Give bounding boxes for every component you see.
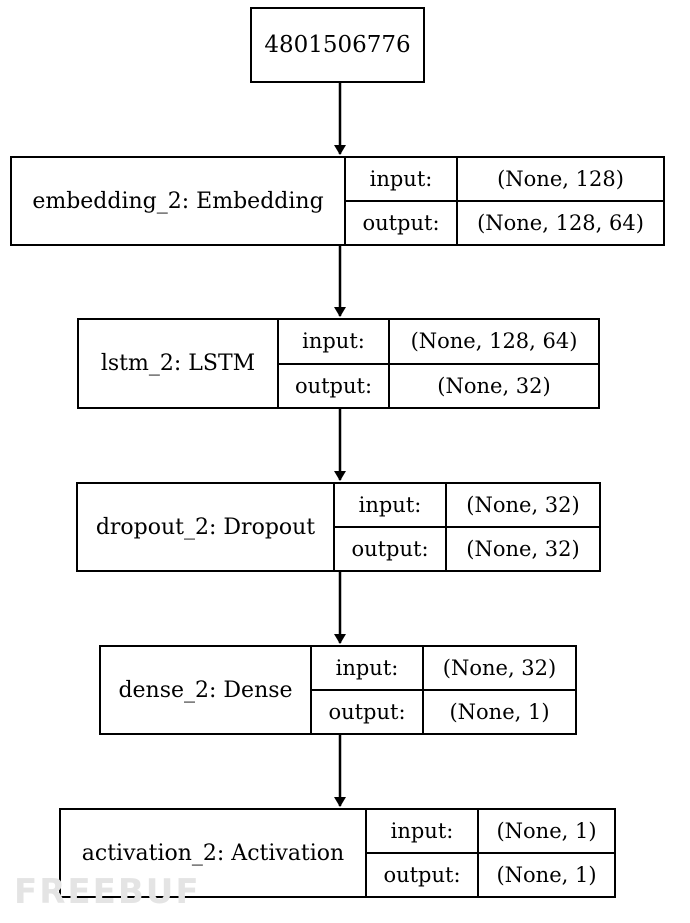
output-shape: (None, 1) (496, 863, 597, 887)
layer-node-dropout: dropout_2: Dropout input: output: (None,… (76, 482, 601, 572)
layer-node-lstm: lstm_2: LSTM input: output: (None, 128, … (77, 318, 600, 409)
layer-node-dense: dense_2: Dense input: output: (None, 32)… (99, 645, 577, 735)
output-shape: (None, 1) (449, 700, 550, 724)
output-shape: (None, 128, 64) (477, 211, 644, 235)
input-label: input: (335, 484, 445, 528)
output-shape: (None, 32) (437, 373, 551, 398)
output-label: output: (294, 373, 373, 398)
input-label: input: (312, 647, 422, 691)
input-shape: (None, 32) (447, 484, 599, 528)
watermark-logo: FREEBUF (14, 872, 201, 912)
layer-name-embedding: embedding_2: Embedding (12, 158, 346, 244)
input-label: input: (346, 158, 456, 202)
output-label: output: (383, 863, 461, 887)
input-label: input: (279, 320, 388, 365)
output-label: output: (362, 211, 440, 235)
output-shape: (None, 32) (466, 537, 580, 561)
input-node-label: 4801506776 (264, 32, 411, 58)
input-shape: (None, 128, 64) (390, 320, 598, 365)
layer-name-lstm: lstm_2: LSTM (79, 320, 279, 407)
input-label: input: (367, 810, 477, 854)
input-node: 4801506776 (250, 7, 425, 83)
layer-name-dense: dense_2: Dense (101, 647, 312, 733)
layer-name-activation: activation_2: Activation (61, 810, 367, 896)
layer-node-activation: activation_2: Activation input: output: … (59, 808, 616, 898)
input-shape: (None, 128) (458, 158, 663, 202)
input-shape: (None, 32) (424, 647, 575, 691)
input-shape: (None, 1) (479, 810, 614, 854)
output-label: output: (328, 700, 406, 724)
layer-node-embedding: embedding_2: Embedding input: output: (N… (10, 156, 665, 246)
output-label: output: (351, 537, 429, 561)
layer-name-dropout: dropout_2: Dropout (78, 484, 335, 570)
